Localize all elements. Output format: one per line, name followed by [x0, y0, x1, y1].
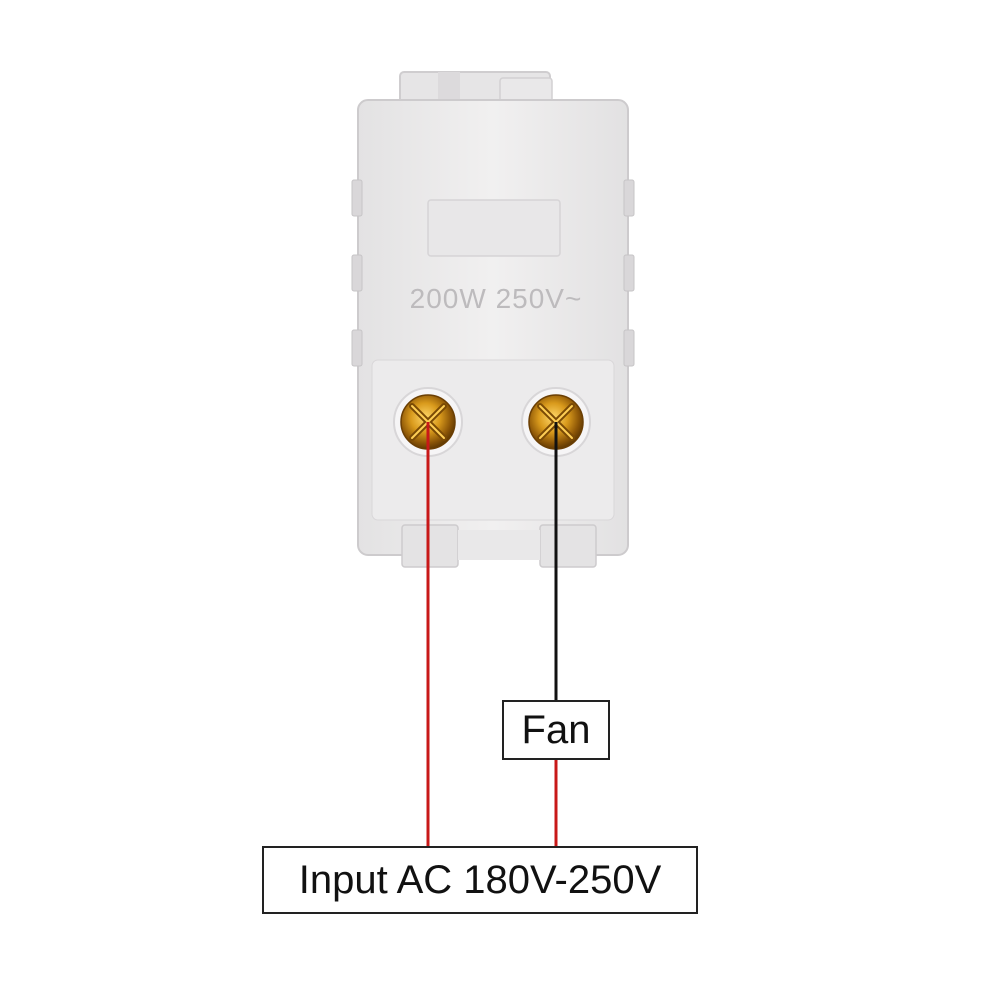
- bottom-clip-right: [539, 524, 597, 568]
- rating-text: 200W 250V~: [410, 283, 583, 314]
- bottom-clip-left: [401, 524, 459, 568]
- bottom-clip-center: [458, 530, 540, 560]
- label-window: [427, 199, 561, 257]
- fan-label: Fan: [502, 700, 610, 760]
- switch-module: 200W 250V~: [351, 71, 635, 568]
- side-ribs: [351, 179, 635, 367]
- input-label: Input AC 180V-250V: [262, 846, 698, 914]
